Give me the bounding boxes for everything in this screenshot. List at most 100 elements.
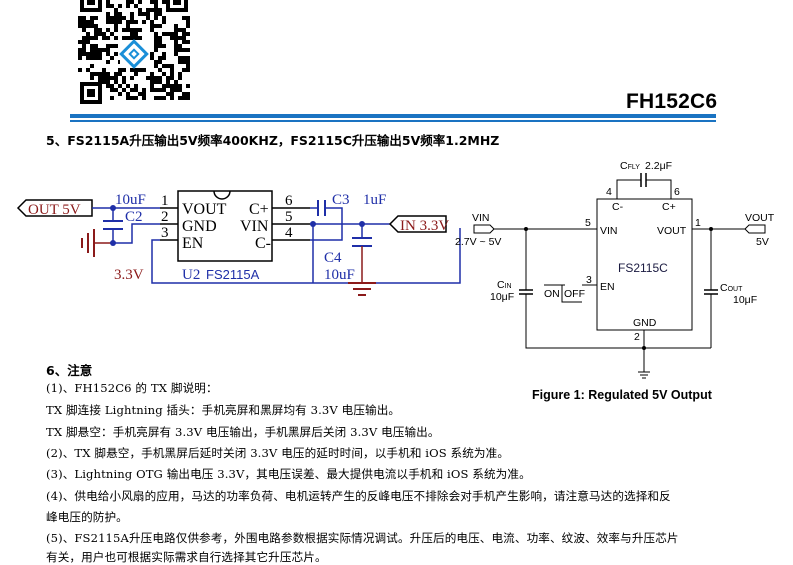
qr-module xyxy=(78,40,82,44)
qr-module xyxy=(78,56,82,60)
qr-module xyxy=(170,84,174,88)
qr-module xyxy=(178,84,182,88)
qr-module xyxy=(78,68,82,72)
qr-module xyxy=(150,0,154,4)
qr-module xyxy=(82,16,86,20)
en-net-label: 3.3V xyxy=(114,267,144,283)
pin-en-label: EN xyxy=(600,281,615,293)
qr-module xyxy=(94,24,98,28)
qr-module xyxy=(90,76,94,80)
qr-module xyxy=(118,68,122,72)
qr-module xyxy=(106,20,110,24)
qr-module xyxy=(182,36,186,40)
qr-module xyxy=(162,0,166,4)
qr-module xyxy=(186,92,190,96)
qr-module xyxy=(158,88,162,92)
qr-module xyxy=(126,28,130,32)
qr-module xyxy=(102,32,106,36)
qr-module xyxy=(98,76,102,80)
qr-module xyxy=(174,80,178,84)
qr-module xyxy=(182,16,186,20)
qr-module xyxy=(186,96,190,100)
qr-module xyxy=(178,88,182,92)
qr-module xyxy=(174,48,178,52)
qr-module xyxy=(78,20,82,24)
qr-module xyxy=(110,96,114,100)
qr-module xyxy=(162,44,166,48)
note-line: TX 脚连接 Lightning 插头：手机亮屏和黑屏均有 3.3V 电压输出。 xyxy=(46,403,401,417)
switch-on-label: ON xyxy=(544,288,560,300)
qr-module xyxy=(158,60,162,64)
qr-module xyxy=(110,44,114,48)
qr-module xyxy=(94,44,98,48)
cin-value: 10μF xyxy=(490,291,514,303)
qr-module xyxy=(170,76,174,80)
qr-module xyxy=(142,92,146,96)
qr-module xyxy=(182,60,186,64)
qr-module xyxy=(130,68,134,72)
qr-module xyxy=(118,12,122,16)
c4-ref: C4 xyxy=(324,250,342,266)
qr-module xyxy=(182,40,186,44)
qr-module xyxy=(114,16,118,20)
qr-module xyxy=(158,36,162,40)
qr-module xyxy=(182,56,186,60)
pin-cminus-label: C- xyxy=(612,201,624,213)
qr-module xyxy=(106,28,110,32)
qr-module xyxy=(102,68,106,72)
qr-module xyxy=(158,68,162,72)
qr-module xyxy=(186,84,190,88)
qr-module xyxy=(114,8,118,12)
qr-module xyxy=(130,76,134,80)
qr-module xyxy=(150,76,154,80)
qr-module xyxy=(106,60,110,64)
qr-module xyxy=(122,68,126,72)
qr-code-icon xyxy=(78,0,190,108)
qr-module xyxy=(150,52,154,56)
fs2115a-schematic: OUT 5V 10uF C2 1 2 3 VOUT GND EN C+ VIN … xyxy=(16,190,461,296)
pin-3-num: 3 xyxy=(161,225,169,241)
qr-module xyxy=(90,52,94,56)
fs2115c-schematic: CFLY 2.2μF 4 6 C- C+ VIN 2.7V ~ 5V 5 VIN… xyxy=(455,160,775,379)
c3-value: 1uF xyxy=(363,192,386,208)
qr-module xyxy=(94,32,98,36)
out-port-label: OUT 5V xyxy=(28,202,81,218)
qr-module xyxy=(182,92,186,96)
qr-module xyxy=(114,80,118,84)
qr-module xyxy=(86,32,90,36)
vout-port xyxy=(744,224,766,234)
qr-module xyxy=(154,4,158,8)
vout-label: VOUT xyxy=(745,212,775,224)
qr-module xyxy=(98,28,102,32)
pin-6-label: 6 xyxy=(674,186,680,198)
c2-value: 10uF xyxy=(115,192,146,208)
qr-module xyxy=(78,48,82,52)
qr-module xyxy=(106,52,110,56)
qr-module xyxy=(114,72,118,76)
qr-module xyxy=(166,32,170,36)
cfly-label: CFLY xyxy=(620,160,640,172)
qr-module xyxy=(174,44,178,48)
qr-module xyxy=(102,72,106,76)
qr-module xyxy=(154,60,158,64)
qr-module xyxy=(94,48,98,52)
qr-module xyxy=(146,76,150,80)
qr-module xyxy=(126,0,130,4)
qr-module xyxy=(174,28,178,32)
qr-module xyxy=(178,28,182,32)
cin-label: CIN xyxy=(497,279,512,291)
qr-module xyxy=(182,68,186,72)
qr-module xyxy=(110,84,114,88)
qr-module xyxy=(90,36,94,40)
qr-module xyxy=(82,20,86,24)
cout-value: 10μF xyxy=(733,294,757,306)
qr-module xyxy=(186,24,190,28)
pin-4-label: 4 xyxy=(606,186,612,198)
qr-module xyxy=(154,0,158,4)
qr-module xyxy=(178,44,182,48)
qr-module xyxy=(162,64,166,68)
qr-module xyxy=(118,84,122,88)
qr-module xyxy=(102,48,106,52)
qr-module xyxy=(158,12,162,16)
qr-module xyxy=(154,40,158,44)
